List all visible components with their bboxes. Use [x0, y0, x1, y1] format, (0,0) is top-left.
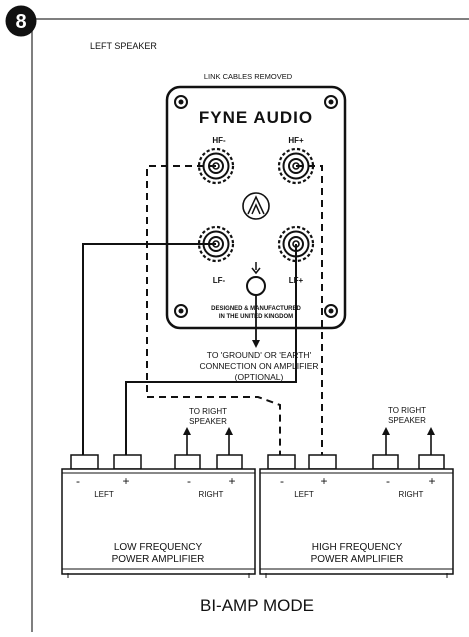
- mode-caption: BI-AMP MODE: [200, 596, 314, 615]
- lf-plus-wire: [125, 244, 297, 455]
- high-frequency-amplifier: - + - + LEFT RIGHT HIGH FREQUENCY POWER …: [259, 406, 454, 578]
- lf-to-right-speaker-line1: TO RIGHT: [189, 407, 227, 416]
- hf-right-label: RIGHT: [399, 490, 424, 499]
- lf-left-minus-symbol: -: [76, 474, 80, 488]
- screw-icon: [174, 95, 188, 109]
- label-lf-minus: LF-: [213, 276, 226, 285]
- hf-left-minus-symbol: -: [280, 474, 284, 488]
- ground-terminal-icon: [246, 276, 266, 296]
- lf-to-right-speaker-line2: SPEAKER: [189, 417, 227, 426]
- terminal-panel: FYNE AUDIO HF- HF+ LF- LF+ DESIGNED & MA…: [165, 85, 347, 330]
- label-hf-minus: HF-: [212, 136, 226, 145]
- step-badge: 8: [5, 5, 37, 37]
- low-frequency-amplifier: - + - + LEFT RIGHT LOW FREQUENCY POWER A…: [61, 407, 256, 578]
- removed-link-cable-hf: [296, 165, 323, 455]
- ground-down-arrow-icon: [251, 262, 261, 275]
- hf-to-right-speaker-line1: TO RIGHT: [388, 406, 426, 415]
- hf-amp-name-line2: POWER AMPLIFIER: [311, 554, 404, 565]
- lf-left-label: LEFT: [94, 490, 114, 499]
- panel-note: LINK CABLES REMOVED: [204, 72, 293, 81]
- lf-right-label: RIGHT: [199, 490, 224, 499]
- hf-to-right-speaker-line2: SPEAKER: [388, 416, 426, 425]
- screw-icon: [324, 304, 338, 318]
- lf-left-plus-symbol: +: [122, 474, 129, 488]
- hf-amp-name-line1: HIGH FREQUENCY: [312, 542, 403, 553]
- screw-icon: [324, 95, 338, 109]
- ground-note-line1: TO 'GROUND' OR 'EARTH': [207, 350, 312, 360]
- lf-right-minus-symbol: -: [187, 474, 191, 488]
- lf-right-plus-symbol: +: [228, 474, 235, 488]
- label-hf-plus: HF+: [288, 136, 304, 145]
- lf-amp-name-line2: POWER AMPLIFIER: [112, 554, 205, 565]
- hf-left-plus-symbol: +: [320, 474, 327, 488]
- hf-right-plus-symbol: +: [428, 474, 435, 488]
- screw-icon: [174, 304, 188, 318]
- brand-logo-text: FYNE AUDIO: [199, 108, 313, 127]
- ground-note-line2: CONNECTION ON AMPLIFIER: [199, 361, 318, 371]
- brand-emblem-icon: [242, 192, 270, 220]
- hf-right-minus-symbol: -: [386, 474, 390, 488]
- step-number: 8: [15, 11, 26, 33]
- lf-amp-name-line1: LOW FREQUENCY: [114, 542, 203, 553]
- lf-to-right-speaker: TO RIGHT SPEAKER: [183, 407, 233, 455]
- ground-note-line3: (OPTIONAL): [235, 372, 284, 382]
- lf-minus-wire: [82, 243, 216, 455]
- hf-to-right-speaker: TO RIGHT SPEAKER: [382, 406, 435, 455]
- header-title: LEFT SPEAKER: [90, 41, 157, 51]
- ground-note: TO 'GROUND' OR 'EARTH' CONNECTION ON AMP…: [199, 350, 318, 382]
- hf-left-label: LEFT: [294, 490, 314, 499]
